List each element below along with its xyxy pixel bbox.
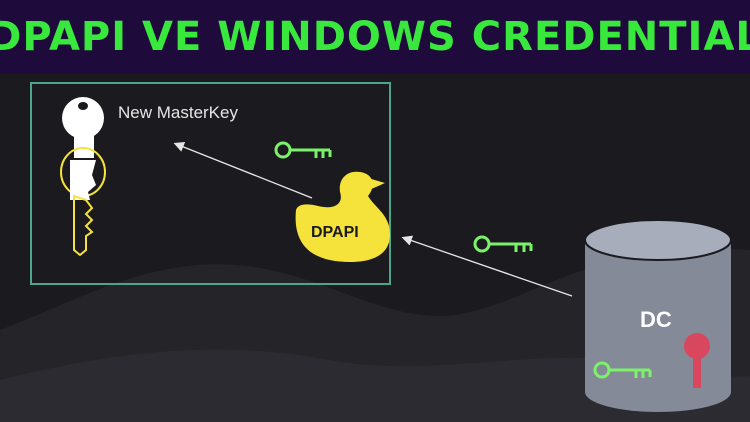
green-key-icon (593, 361, 652, 379)
masterkey-box (30, 82, 391, 285)
green-key-icon (473, 235, 533, 253)
master-key-icon (60, 97, 106, 257)
background-hill (0, 349, 750, 422)
title-banner: DPAPI VE WINDOWS CREDENTIAL (0, 0, 750, 74)
masterkey-label: New MasterKey (118, 103, 238, 122)
page-title: DPAPI VE WINDOWS CREDENTIAL (0, 14, 750, 60)
red-key-icon (684, 333, 710, 388)
dc-label: DC (640, 307, 672, 332)
arrow-duck-to-masterkey (173, 142, 313, 199)
dpapi-duck-icon (295, 171, 391, 262)
green-key-icon (274, 141, 332, 159)
arrow-dc-to-duck (401, 235, 573, 297)
dpapi-label: DPAPI (311, 224, 359, 241)
